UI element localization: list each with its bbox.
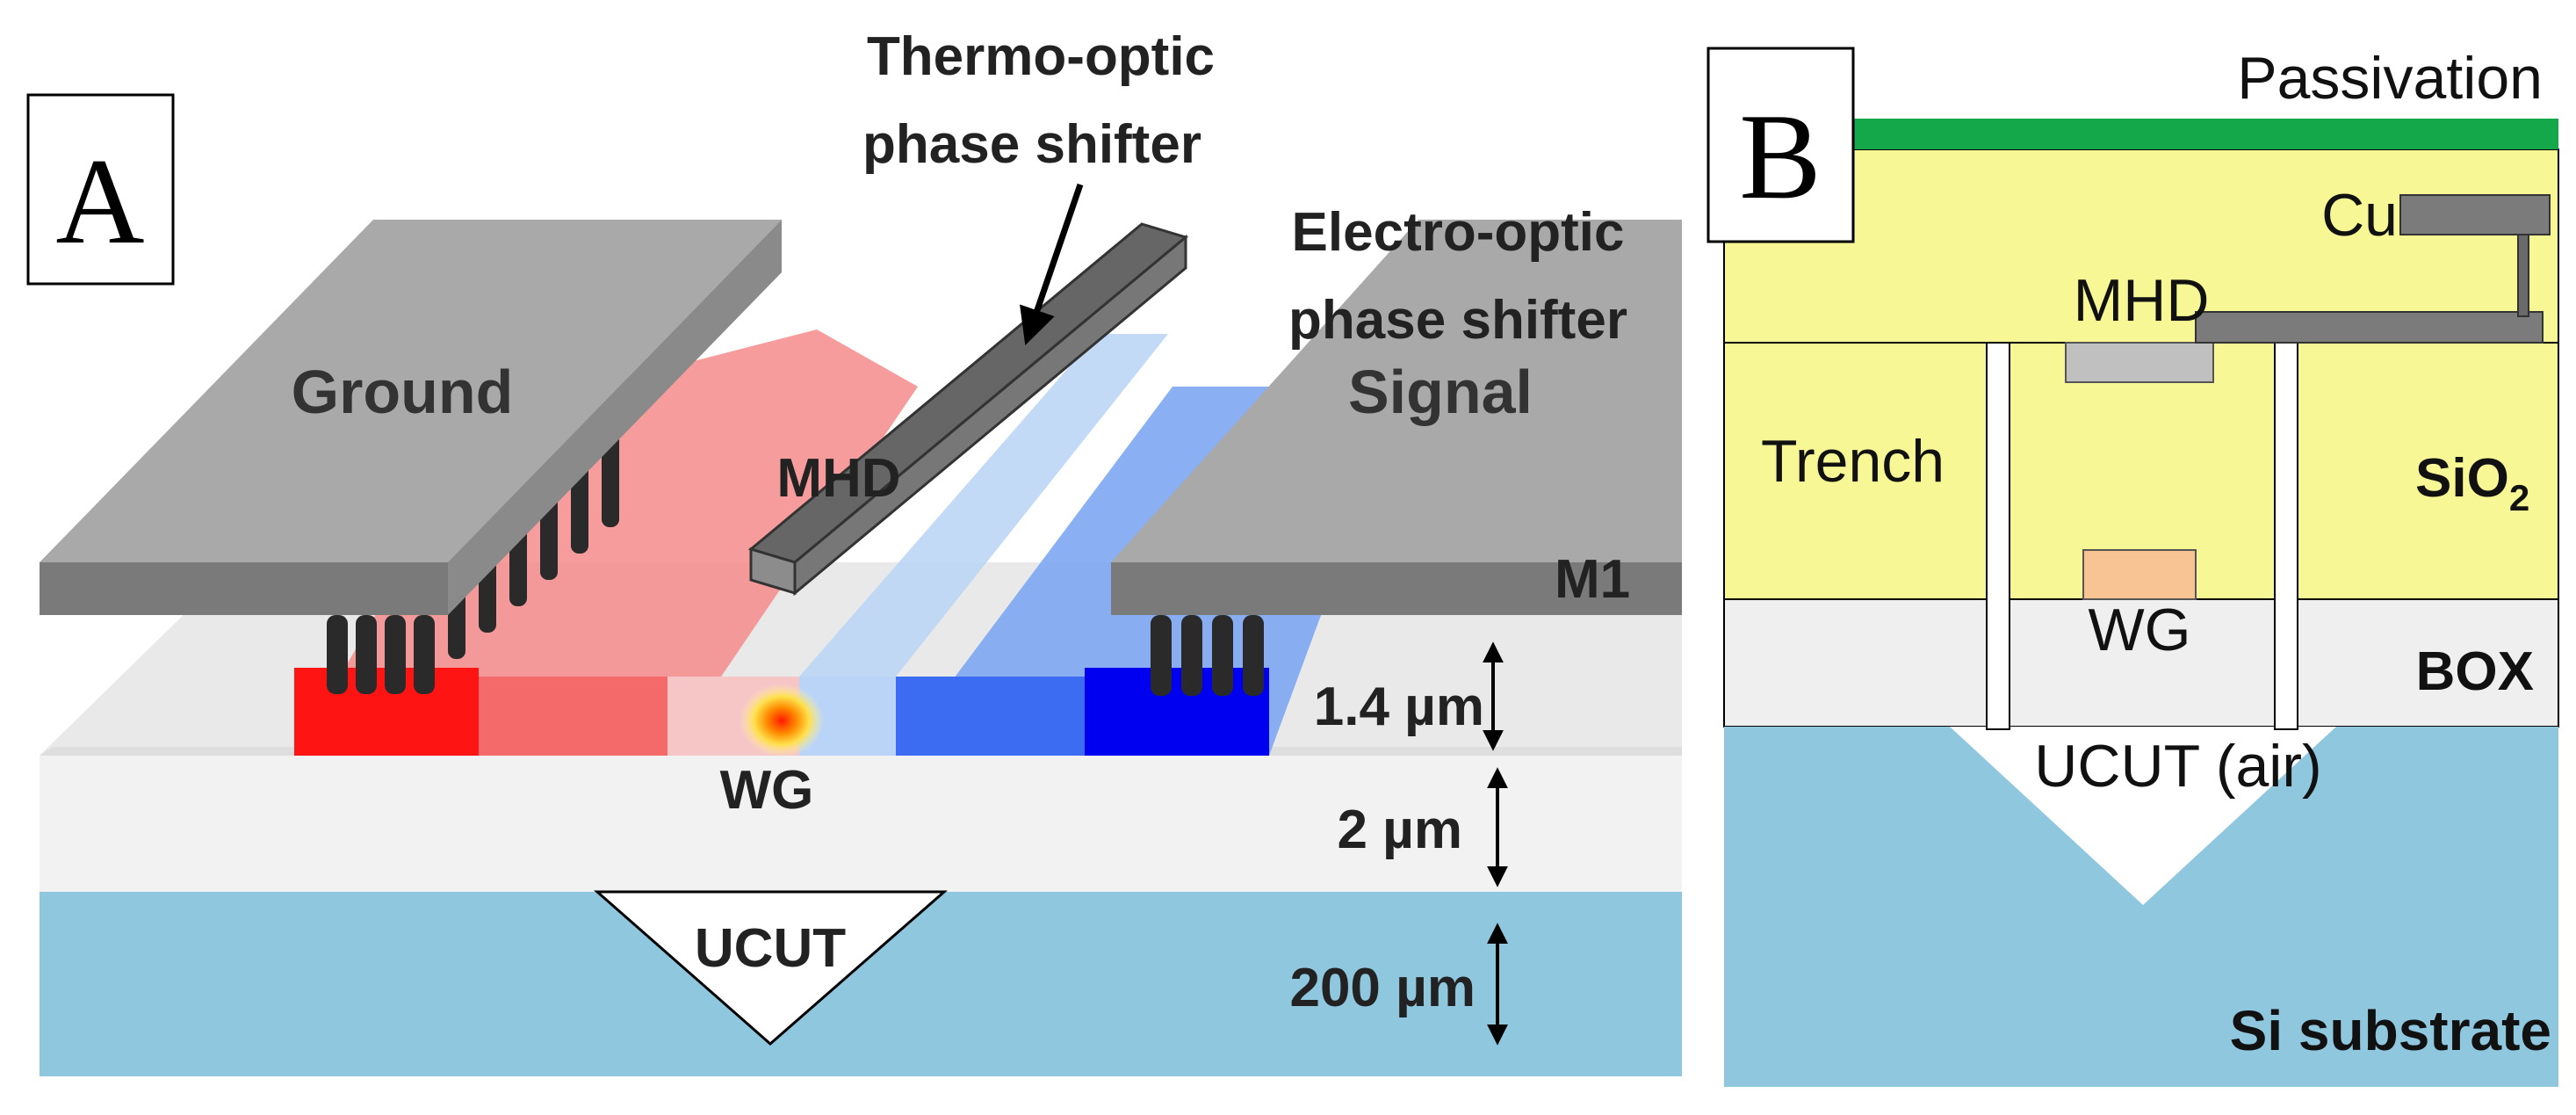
panel-a: A Thermo-optic phase shifter Electro-opt… [26, 26, 1682, 1076]
sio2-subscript: 2 [2509, 477, 2529, 518]
dimension-arrows [1483, 641, 1508, 1046]
passivation-label: Passivation [2237, 45, 2543, 112]
panel-a-letter-box [26, 93, 175, 286]
ucut-air-label: UCUT (air) [2034, 733, 2321, 800]
m1-label: M1 [1555, 549, 1630, 610]
sio2-main: SiO [2415, 448, 2509, 509]
wg-label-b: WG [2088, 597, 2190, 663]
panel-a-letter: A [55, 134, 144, 270]
thermo-arrow [1020, 183, 1084, 345]
cu-pad [2399, 194, 2551, 235]
dim-label-200um: 200 µm [1289, 958, 1476, 1018]
panel-b-letter: B [1739, 89, 1821, 225]
trench-right [2274, 342, 2298, 730]
ucut-label-a: UCUT [695, 918, 846, 979]
si-substrate-label: Si substrate [2230, 999, 2551, 1062]
mhd-label-b: MHD [2074, 267, 2210, 334]
box-layer-b [1723, 598, 2559, 728]
thermo-label-line2: phase shifter [862, 114, 1201, 175]
panel-b-letter-box [1707, 47, 1855, 243]
ground-label: Ground [292, 358, 514, 426]
box-label: BOX [2416, 641, 2534, 702]
dim-label-1-4um: 1.4 µm [1314, 677, 1484, 737]
oxide-upper-b [1723, 148, 2559, 344]
thermo-label-line1: Thermo-optic [867, 26, 1215, 87]
dim-label-2um: 2 µm [1337, 800, 1462, 860]
mhd-heater-bar [747, 222, 1189, 597]
optical-mode-spot [740, 684, 824, 757]
electro-label-line2: phase shifter [1288, 290, 1627, 351]
mhd-label-a: MHD [776, 448, 900, 509]
signal-pad [1111, 220, 1682, 615]
waveguide-b [2082, 549, 2197, 600]
signal-vias [1151, 615, 1264, 696]
sio2-label: SiO2 [2415, 448, 2529, 518]
panel-b: B Passivation Cu MHD Trench SiO2 WG BOX … [1707, 45, 2559, 1087]
ucut-trench-a [594, 890, 948, 1046]
trench-label: Trench [1761, 428, 1945, 495]
electro-label-line1: Electro-optic [1292, 202, 1625, 263]
mhd-heater-b [2065, 342, 2214, 383]
ucut-trench-b [1950, 727, 2336, 905]
cu-label: Cu [2321, 182, 2398, 249]
metal-via-b [2517, 228, 2529, 317]
metal-line-b [2195, 311, 2544, 344]
box-oxide-layer-a [40, 756, 1682, 892]
ground-pad [40, 220, 782, 615]
passivation-layer [1853, 119, 2558, 149]
wg-label-a: WG [720, 760, 814, 821]
signal-label: Signal [1348, 358, 1533, 426]
trench-left [1986, 342, 2010, 730]
